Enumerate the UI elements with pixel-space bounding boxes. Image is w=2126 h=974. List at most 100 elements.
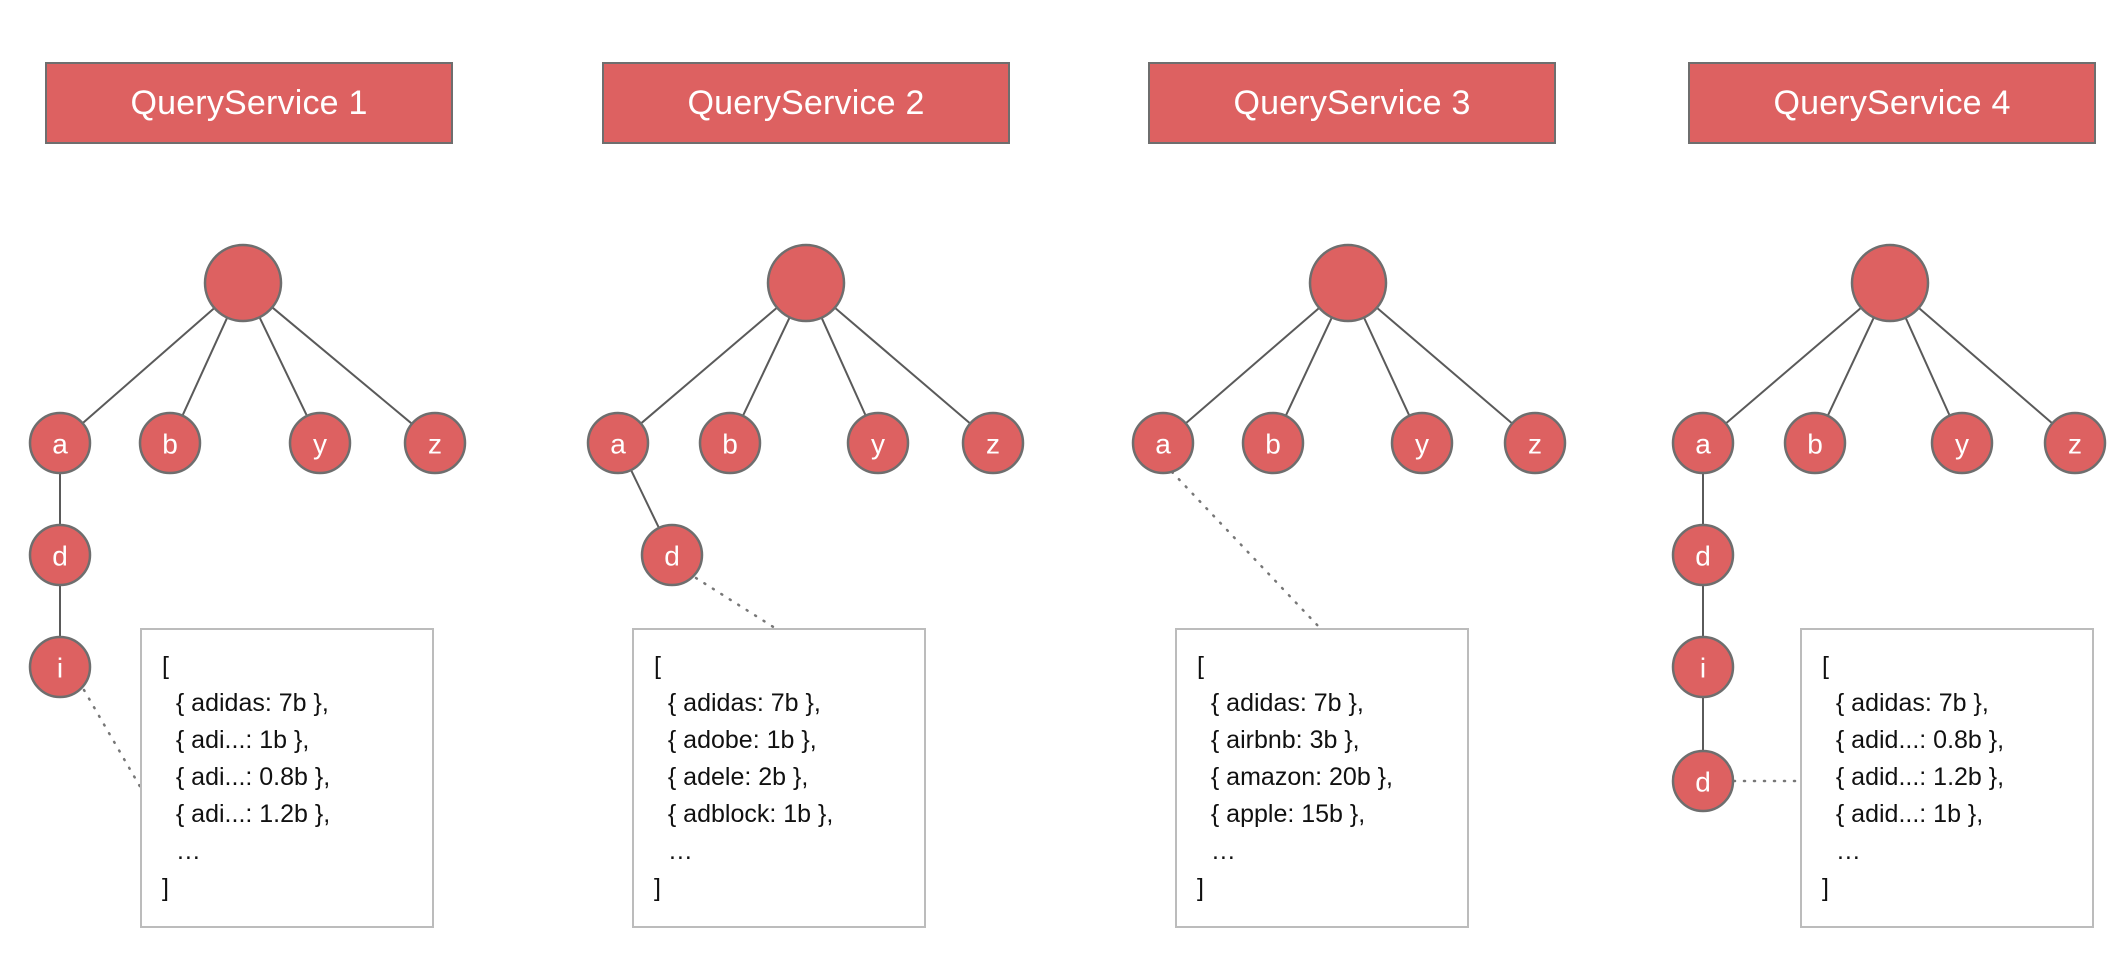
- tree-edge: [1284, 316, 1333, 417]
- dotted-connector: [694, 576, 777, 630]
- tree-node-label: a: [1695, 429, 1711, 460]
- tree-node-label: d: [664, 541, 680, 572]
- tree-node-a: [586, 411, 650, 475]
- tree-node-i: [28, 635, 92, 699]
- tree-node-root: [1308, 243, 1388, 323]
- service-header-1[interactable]: QueryService 1: [45, 62, 453, 144]
- tree-edge: [834, 306, 971, 425]
- tree-node-label: z: [428, 429, 442, 460]
- tree-node-label: a: [52, 429, 68, 460]
- data-box-line: { adid...: 0.8b },: [1822, 726, 2005, 754]
- tree-node-z: [2043, 411, 2107, 475]
- tree-node-y: [846, 411, 910, 475]
- tree-node-d: [640, 523, 704, 587]
- tree-edge: [820, 317, 867, 417]
- data-box-line: { adid...: 1b },: [1822, 800, 1984, 828]
- dotted-connector: [1170, 470, 1322, 630]
- tree-node-z: [403, 411, 467, 475]
- tree-node-label: d: [52, 541, 68, 572]
- tree-node-root: [203, 243, 283, 323]
- tree-2: a b y z d: [586, 243, 1025, 630]
- data-box-line: { adele: 2b },: [654, 763, 809, 791]
- tree-node-i: [1671, 635, 1735, 699]
- tree-node-label: b: [1807, 429, 1823, 460]
- tree-node-label: a: [1155, 429, 1171, 460]
- service-header-3[interactable]: QueryService 3: [1148, 62, 1556, 144]
- tree-node-root: [1850, 243, 1930, 323]
- tree-1: a b y z d i: [28, 243, 467, 792]
- tree-node-label: y: [871, 429, 885, 460]
- tree-node-b: [698, 411, 762, 475]
- tree-node-label: d: [1695, 541, 1711, 572]
- data-box-line: [: [162, 652, 169, 680]
- tree-node-label: y: [1415, 429, 1429, 460]
- service-header-4[interactable]: QueryService 4: [1688, 62, 2096, 144]
- data-box-line: { adidas: 7b },: [1197, 689, 1364, 717]
- tree-node-a: [28, 411, 92, 475]
- data-box-line: ]: [654, 874, 661, 902]
- tree-node-label: y: [1955, 429, 1969, 460]
- tree-node-label: i: [57, 653, 63, 684]
- tree-node-z: [1503, 411, 1567, 475]
- data-box-line: { adi...: 1.2b },: [162, 800, 331, 828]
- data-box-line: { amazon: 20b },: [1197, 763, 1393, 791]
- tree-node-label: b: [162, 429, 178, 460]
- tree-node-a: [1671, 411, 1735, 475]
- tree-edge: [181, 317, 229, 417]
- data-box-line: ]: [162, 874, 169, 902]
- tree-edge: [1918, 307, 2053, 425]
- tree-node-b: [138, 411, 202, 475]
- data-box-line: { adobe: 1b },: [654, 726, 817, 754]
- data-box-3: [ { adidas: 7b }, { airbnb: 3b }, { amaz…: [1175, 628, 1469, 928]
- tree-node-label: b: [722, 429, 738, 460]
- data-box-4: [ { adidas: 7b }, { adid...: 0.8b }, { a…: [1800, 628, 2094, 928]
- data-box-line: { adblock: 1b },: [654, 800, 834, 828]
- data-box-line: { adidas: 7b },: [654, 689, 821, 717]
- data-box-line: { adi...: 1b },: [162, 726, 310, 754]
- tree-node-d: [1671, 523, 1735, 587]
- tree-node-label: b: [1265, 429, 1281, 460]
- data-box-line: { adidas: 7b },: [1822, 689, 1989, 717]
- tree-edge: [271, 306, 413, 425]
- data-box-line: { adidas: 7b },: [162, 689, 329, 717]
- tree-edge: [1826, 316, 1875, 417]
- tree-node-a: [1131, 411, 1195, 475]
- tree-node-y: [288, 411, 352, 475]
- data-box-1: [ { adidas: 7b }, { adi...: 1b }, { adi.…: [140, 628, 434, 928]
- tree-node-d: [28, 523, 92, 587]
- tree-node-y: [1390, 411, 1454, 475]
- tree-edge: [81, 307, 216, 425]
- data-box-content: [ { adidas: 7b }, { adi...: 1b }, { adi.…: [162, 648, 330, 907]
- data-box-line: [: [1197, 652, 1204, 680]
- tree-node-z: [961, 411, 1025, 475]
- tree-node-b: [1783, 411, 1847, 475]
- data-box-line: …: [654, 837, 693, 865]
- tree-edge: [258, 316, 308, 417]
- tree-node-label: z: [986, 429, 1000, 460]
- data-box-line: { airbnb: 3b },: [1197, 726, 1360, 754]
- data-box-line: { adi...: 0.8b },: [162, 763, 331, 791]
- tree-node-label: y: [313, 429, 327, 460]
- tree-node-label: z: [1528, 429, 1542, 460]
- data-box-line: { adid...: 1.2b },: [1822, 763, 2005, 791]
- tree-edge: [1376, 306, 1513, 425]
- tree-edge: [630, 469, 660, 529]
- tree-node-y: [1930, 411, 1994, 475]
- data-box-line: ]: [1197, 874, 1204, 902]
- service-header-2[interactable]: QueryService 2: [602, 62, 1010, 144]
- dotted-connector: [82, 688, 144, 792]
- tree-node-root: [766, 243, 846, 323]
- data-box-content: [ { adidas: 7b }, { airbnb: 3b }, { amaz…: [1197, 648, 1393, 907]
- tree-node-label: a: [610, 429, 626, 460]
- tree-edge: [1363, 317, 1411, 417]
- data-box-line: ]: [1822, 874, 1829, 902]
- data-box-content: [ { adidas: 7b }, { adid...: 0.8b }, { a…: [1822, 648, 2004, 907]
- data-box-content: [ { adidas: 7b }, { adobe: 1b }, { adele…: [654, 648, 833, 907]
- data-box-2: [ { adidas: 7b }, { adobe: 1b }, { adele…: [632, 628, 926, 928]
- data-box-line: …: [1197, 837, 1236, 865]
- data-box-line: { apple: 15b },: [1197, 800, 1366, 828]
